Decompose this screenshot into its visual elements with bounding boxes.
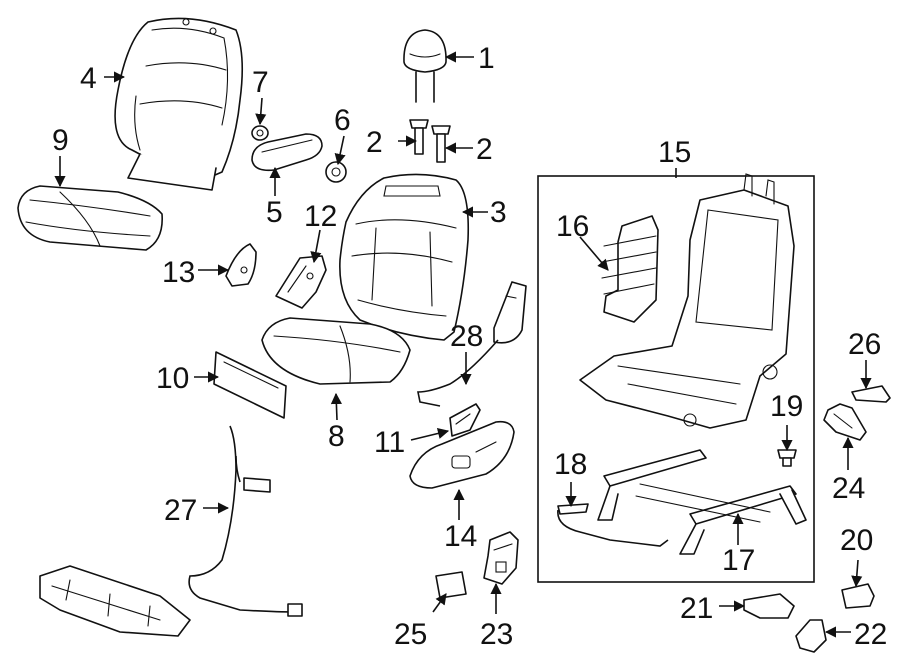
cover-part-21 xyxy=(743,593,795,619)
cover-part-22 xyxy=(795,619,827,653)
callout-11: 11 xyxy=(374,426,405,459)
callout-18: 18 xyxy=(554,448,587,481)
seat-back-pad-part xyxy=(339,173,470,341)
seat-back-cover-part xyxy=(114,17,244,191)
callout-12: 12 xyxy=(304,200,337,233)
armrest-part xyxy=(251,133,323,172)
outer-side-cover-part xyxy=(409,420,515,489)
callout-27: 27 xyxy=(164,494,197,527)
callout-5: 5 xyxy=(266,196,283,229)
callout-labels: 1 2 2 3 4 5 6 7 8 9 10 11 12 13 14 15 16… xyxy=(52,42,887,651)
callout-13: 13 xyxy=(162,256,195,289)
callout-23: 23 xyxy=(480,618,513,651)
clip-part-25 xyxy=(435,571,467,599)
callout-21: 21 xyxy=(680,592,713,625)
wire-harness-part xyxy=(39,425,303,637)
seat-cushion-pad-part xyxy=(261,317,411,385)
callout-24: 24 xyxy=(832,472,865,505)
callout-14: 14 xyxy=(444,520,477,553)
headrest-part xyxy=(403,29,447,103)
cap-part-20 xyxy=(841,583,875,609)
connector-part-23 xyxy=(483,531,519,585)
callout-25b: 25 xyxy=(394,618,427,651)
callout-22: 22 xyxy=(854,618,887,651)
switch-bracket-part xyxy=(449,403,481,437)
callout-20: 20 xyxy=(840,524,873,557)
airbag-harness-part xyxy=(417,281,527,407)
callout-4: 4 xyxy=(80,62,97,95)
callout-25: 26 xyxy=(848,328,881,361)
leader-lines xyxy=(54,51,872,638)
callout-19: 19 xyxy=(770,390,803,423)
callout-10: 10 xyxy=(156,362,189,395)
cover-part-26 xyxy=(851,385,891,403)
seat-track-part xyxy=(597,449,807,555)
callout-17: 17 xyxy=(722,544,755,577)
bolt-part xyxy=(777,449,797,467)
nut-part xyxy=(251,125,269,141)
callout-2-left: 2 xyxy=(366,126,383,159)
callout-8: 8 xyxy=(328,420,345,453)
callout-1: 1 xyxy=(478,42,495,75)
callout-15: 15 xyxy=(658,136,691,169)
callout-7: 7 xyxy=(252,66,269,99)
seat-frame-part xyxy=(579,173,795,429)
callout-3: 3 xyxy=(490,196,507,229)
lumbar-support-part xyxy=(601,215,659,323)
trim-cover-part xyxy=(225,243,257,287)
callout-6: 6 xyxy=(334,104,351,137)
cover-part-24 xyxy=(823,403,867,441)
knob-part xyxy=(325,161,347,183)
seat-cushion-cover-part xyxy=(17,185,163,251)
callout-2-right: 2 xyxy=(476,133,493,166)
callout-16: 16 xyxy=(556,210,589,243)
callout-28: 28 xyxy=(450,320,483,353)
callout-9: 9 xyxy=(52,124,69,157)
bracket-part xyxy=(275,255,327,309)
